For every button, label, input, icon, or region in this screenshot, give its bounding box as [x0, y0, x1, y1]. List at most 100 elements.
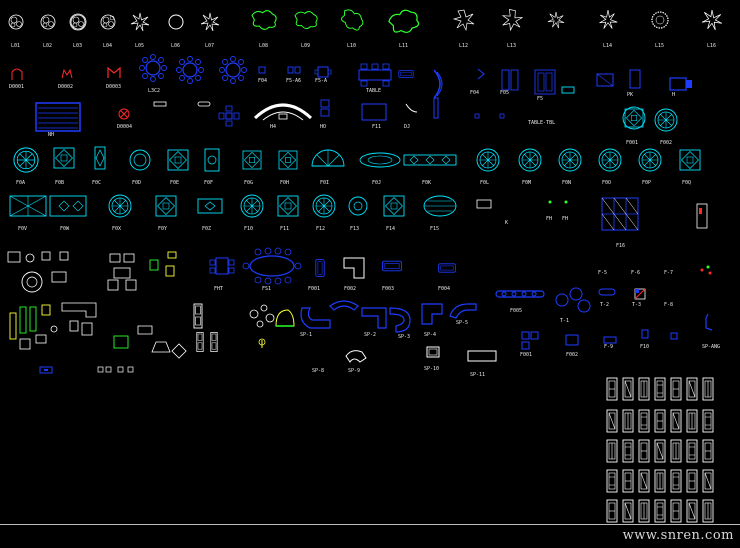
monitor-symbol[interactable]: [634, 288, 646, 300]
plant-symbol-6[interactable]: [168, 14, 184, 30]
wardrobe-unit[interactable]: [596, 73, 614, 87]
plant-symbol-12[interactable]: [453, 9, 475, 31]
ornament-tile[interactable]: [558, 148, 582, 172]
green-yellow-cluster[interactable]: [9, 302, 97, 350]
blue-oval-table[interactable]: [242, 247, 302, 285]
wall-symbol[interactable]: [696, 203, 708, 229]
ornament-tile[interactable]: [638, 148, 662, 172]
plant-symbol-16[interactable]: [651, 11, 669, 29]
door-elevation-symbol[interactable]: [686, 439, 698, 463]
grand-piano[interactable]: [275, 309, 295, 327]
ornament-tile[interactable]: [242, 150, 262, 170]
door-elevation-symbol[interactable]: [622, 409, 634, 433]
green-fixture[interactable]: [548, 200, 568, 204]
plant-symbol-8[interactable]: [251, 10, 277, 30]
ornament-tile[interactable]: [94, 146, 106, 170]
bed-set[interactable]: [477, 68, 485, 80]
door-elevation-symbol[interactable]: [606, 377, 618, 401]
small-bench[interactable]: [598, 288, 616, 296]
ornament-tile[interactable]: [129, 149, 151, 171]
ornament-tile[interactable]: [53, 147, 75, 169]
door-elevation-symbol[interactable]: [702, 409, 714, 433]
cyan-medallion-2[interactable]: [654, 108, 678, 132]
armchair-white[interactable]: [426, 346, 440, 358]
door-elevation-symbol[interactable]: [670, 469, 682, 493]
ornament-tile[interactable]: [278, 150, 298, 170]
ornament-strip[interactable]: [403, 154, 457, 166]
door-elevation-symbol[interactable]: [622, 377, 634, 401]
door-elevation-symbol[interactable]: [702, 469, 714, 493]
curved-sofa-4[interactable]: [449, 303, 477, 319]
ornament-tile[interactable]: [204, 148, 220, 172]
square-table[interactable]: [314, 66, 332, 78]
blue-lounge-icon[interactable]: [39, 366, 53, 374]
door-elevation-symbol[interactable]: [622, 469, 634, 493]
stage-block[interactable]: [35, 102, 81, 132]
ornament-tile[interactable]: [518, 148, 542, 172]
round-table-1[interactable]: [138, 53, 168, 83]
round-table-2[interactable]: [175, 55, 205, 85]
living-room-cluster[interactable]: [7, 251, 69, 293]
small-table-group[interactable]: [258, 66, 266, 74]
plant-symbol-3[interactable]: [69, 13, 87, 31]
sofa-set[interactable]: [398, 70, 414, 78]
ornament-fan[interactable]: [311, 149, 345, 167]
ornament-tile[interactable]: [240, 194, 264, 218]
plant-symbol-17[interactable]: [701, 9, 723, 31]
no-entry-sign[interactable]: [118, 108, 130, 120]
sofa-pair[interactable]: [565, 334, 579, 346]
door-arch-symbol[interactable]: [11, 68, 23, 80]
door-elevation-symbol[interactable]: [670, 439, 682, 463]
ornament-tile[interactable]: [476, 148, 500, 172]
dining-table-set[interactable]: [358, 63, 392, 87]
door-elevation-symbol[interactable]: [686, 499, 698, 523]
plant-symbol-10[interactable]: [337, 6, 367, 34]
lattice-panel[interactable]: [49, 195, 87, 217]
desk-unit[interactable]: [629, 69, 641, 89]
door-elevation-symbol[interactable]: [702, 439, 714, 463]
sink-unit[interactable]: [561, 86, 575, 94]
door-double-symbol[interactable]: [107, 66, 121, 78]
chair-column[interactable]: [320, 99, 330, 117]
lattice-panel[interactable]: [9, 195, 47, 217]
blue-sofa-3[interactable]: [438, 263, 456, 273]
plant-symbol-15[interactable]: [594, 6, 622, 34]
bench-row-2[interactable]: [197, 101, 211, 107]
plant-symbol-2[interactable]: [40, 14, 56, 30]
blue-bench[interactable]: [495, 290, 545, 298]
door-elevation-symbol[interactable]: [638, 439, 650, 463]
ornament-oval[interactable]: [359, 152, 401, 168]
curved-bar[interactable]: [433, 69, 443, 99]
ornament-tile[interactable]: [155, 195, 177, 217]
plant-symbol-4[interactable]: [100, 14, 116, 30]
ornament-tile[interactable]: [383, 195, 405, 217]
ornament-tile[interactable]: [598, 148, 622, 172]
plant-symbol-9[interactable]: [294, 10, 318, 30]
ornament-oval[interactable]: [423, 195, 457, 217]
ornament-tile[interactable]: [312, 194, 336, 218]
blue-chair-cluster[interactable]: [555, 287, 591, 313]
misc-cluster[interactable]: [113, 325, 187, 359]
blue-corner-desk[interactable]: [343, 257, 365, 279]
small-fixtures[interactable]: [474, 113, 505, 119]
bench-small[interactable]: [603, 336, 617, 344]
plant-symbol-1[interactable]: [8, 14, 24, 30]
door-m-symbol[interactable]: [61, 68, 73, 79]
door-elevation-symbol[interactable]: [670, 409, 682, 433]
piano-unit[interactable]: [669, 77, 692, 91]
sofa-white[interactable]: [467, 350, 497, 362]
curved-conference-table[interactable]: [253, 103, 313, 121]
pair-chair[interactable]: [521, 331, 539, 350]
small-furniture-set[interactable]: [97, 366, 134, 373]
plant-symbol-7[interactable]: [200, 12, 220, 32]
chair-pair[interactable]: [287, 66, 301, 74]
armchair-small[interactable]: [641, 329, 649, 339]
flower-arrangement[interactable]: [249, 304, 275, 348]
telephone-symbol[interactable]: [405, 103, 418, 113]
window-frame[interactable]: [476, 199, 492, 209]
door-elevation-symbol[interactable]: [654, 499, 666, 523]
blue-sofa-2[interactable]: [381, 260, 403, 272]
door-elevation-symbol[interactable]: [654, 439, 666, 463]
door-elevation-symbol[interactable]: [686, 409, 698, 433]
